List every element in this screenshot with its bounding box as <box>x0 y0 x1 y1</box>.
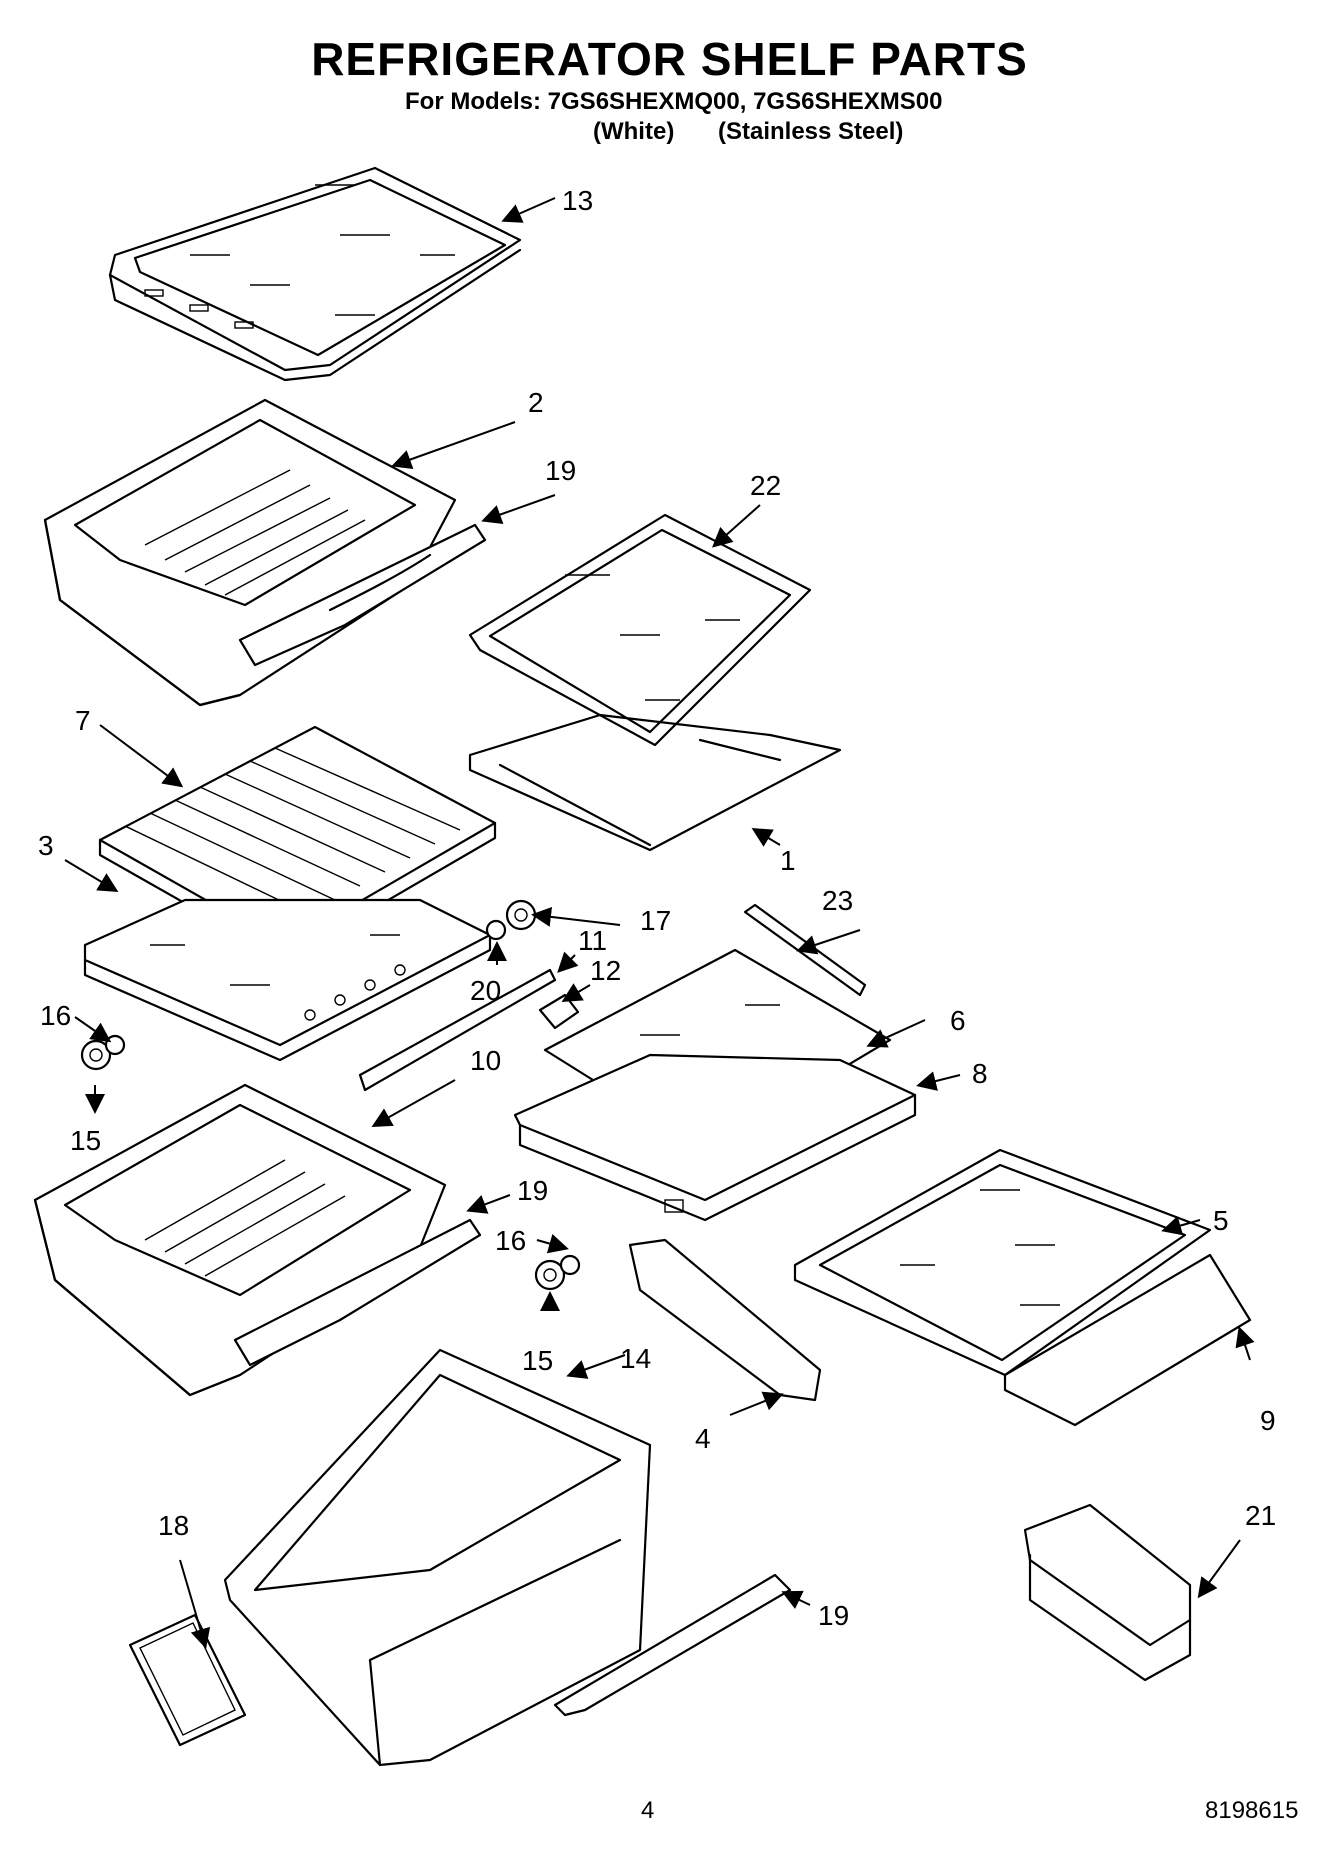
part-11-slide-rail <box>358 968 557 1092</box>
callout-19b: 19 <box>517 1175 548 1206</box>
white-label: (White) <box>593 118 675 145</box>
callout-13: 13 <box>562 185 593 216</box>
callout-11: 11 <box>578 925 607 956</box>
part-8-drawer-frame <box>513 1053 917 1222</box>
callout-9: 9 <box>1260 1405 1276 1436</box>
callout-22: 22 <box>750 470 781 501</box>
callout-7: 7 <box>75 705 91 736</box>
models-line: For Models: 7GS6SHEXMQ00, 7GS6SHEXMS00 <box>405 88 943 115</box>
page-title: REFRIGERATOR SHELF PARTS <box>311 33 1028 85</box>
callout-6: 6 <box>950 1005 966 1036</box>
callout-3: 3 <box>38 830 54 861</box>
callout-4: 4 <box>695 1423 711 1454</box>
callout-23: 23 <box>822 885 853 916</box>
part-14-deep-drawer <box>223 1348 652 1767</box>
part-9-trim <box>1003 1253 1252 1427</box>
part-18-label-card <box>128 1613 247 1747</box>
part-19-handle-bottom <box>553 1573 792 1717</box>
part-1-shelf-frame <box>468 713 842 852</box>
stainless-label: (Stainless Steel) <box>718 118 904 145</box>
part-4-bracket <box>628 1238 822 1402</box>
leader-arrows <box>64 197 1255 1649</box>
callout-19a: 19 <box>545 455 576 486</box>
callout-21: 21 <box>1245 1500 1276 1531</box>
part-12-clip <box>538 993 580 1030</box>
part-20-roller <box>485 919 507 941</box>
page-number: 4 <box>641 1797 655 1824</box>
callout-2: 2 <box>528 387 544 418</box>
callout-20: 20 <box>470 975 501 1006</box>
callout-5: 5 <box>1213 1205 1229 1236</box>
callout-1: 1 <box>780 845 796 876</box>
callout-17: 17 <box>640 905 671 936</box>
callout-16b: 16 <box>495 1225 526 1256</box>
callout-12: 12 <box>590 955 621 986</box>
document-number: 8198615 <box>1205 1797 1299 1824</box>
callout-18: 18 <box>158 1510 189 1541</box>
callout-labels: 13 2 19 22 7 1 3 17 23 11 12 20 16 6 10 … <box>38 185 1276 1631</box>
callout-14: 14 <box>620 1343 651 1374</box>
part-21-bin <box>1023 1503 1192 1682</box>
callout-16a: 16 <box>40 1000 71 1031</box>
callout-10: 10 <box>470 1045 501 1076</box>
part-19-crisper-drawer-lower <box>33 1083 482 1397</box>
part-5-shelf <box>793 1148 1212 1377</box>
part-15-16-roller-mid <box>534 1254 581 1291</box>
callout-15b: 15 <box>522 1345 553 1376</box>
part-22-shelf <box>468 513 812 747</box>
callout-15a: 15 <box>70 1125 101 1156</box>
part-13-shelf <box>108 166 522 382</box>
part-15-16-roller-left <box>80 1034 126 1071</box>
callout-19c: 19 <box>818 1600 849 1631</box>
part-2-crisper-drawer <box>43 398 487 707</box>
callout-8: 8 <box>972 1058 988 1089</box>
part-17-roller <box>505 899 537 931</box>
